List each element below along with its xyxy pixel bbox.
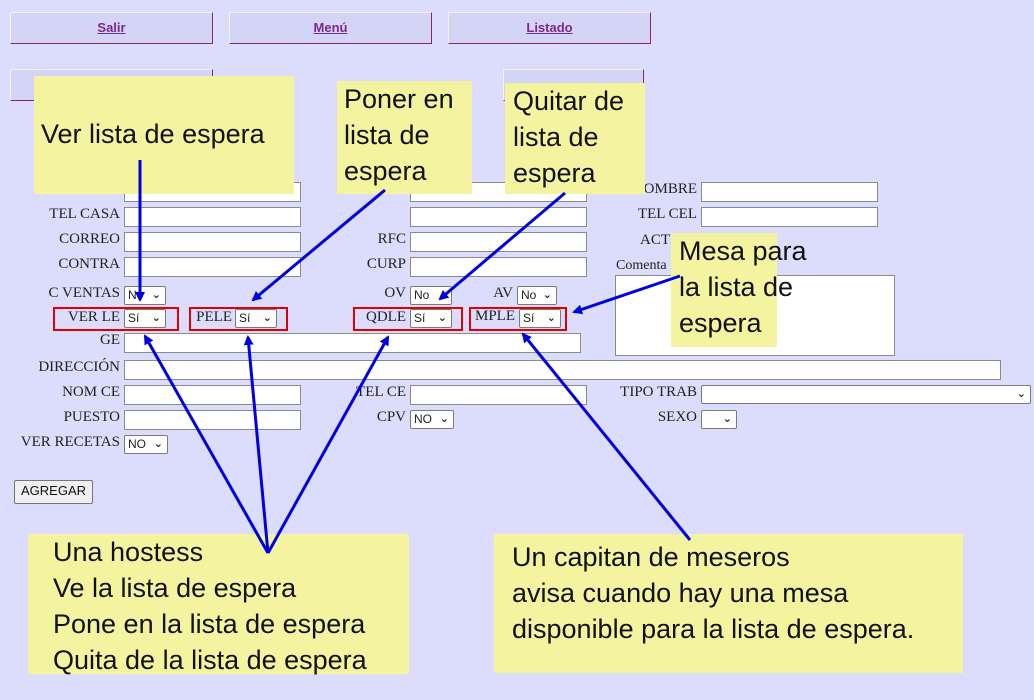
note-mesa-line-2: la lista de [679,272,794,302]
curp-input[interactable] [410,257,587,277]
note-capitan-line-3: disponible para la lista de espera. [512,614,915,644]
mple-value: Sí [523,311,535,325]
tel-casa-label: TEL CASA [49,206,120,222]
puesto-input[interactable] [124,410,301,430]
tel-ce-input[interactable] [410,385,587,405]
note-hostess: Una hostess Ve la lista de espera Pone e… [28,534,409,675]
av-value: No [521,288,537,302]
av-select[interactable]: No ⌄ [517,286,557,305]
note-poner-line-1: Poner en [344,84,454,114]
listado-button[interactable]: Listado [448,12,651,44]
ge-input[interactable] [124,333,581,353]
note-quitar-line-3: espera [513,158,596,188]
tipo-trab-select[interactable]: ⌄ [701,385,1031,404]
tipo-trab-label: TIPO TRAB [620,384,697,400]
qdle-value: Sí [414,311,426,325]
chevron-down-icon: ⌄ [546,312,556,324]
note-quitar-line-2: lista de [513,122,599,152]
ver-le-label: VER LE [67,309,120,325]
cpv-select[interactable]: NO ⌄ [410,410,454,429]
c-ventas-select[interactable]: No ⌄ [124,286,166,305]
direccion-label: DIRECCIÓN [38,359,120,375]
menu-button[interactable]: Menú [229,12,432,44]
note-capitan-line-2: avisa cuando hay una mesa [512,578,849,608]
note-hostess-line-4: Quita de la lista de espera [53,645,367,675]
note-mesa: Mesa para la lista de espera [671,233,807,347]
tel-ce-label: TEL CE [356,384,406,400]
acti-label: ACTI [640,232,675,248]
nombre-input[interactable] [701,182,878,202]
note-ver-lista: Ver lista de espera [34,76,294,194]
ver-le-value: Sí [128,311,140,325]
note-poner-line-2: lista de [344,120,430,150]
contra-label: CONTRA [58,256,120,272]
note-mesa-line-1: Mesa para [679,236,807,266]
av-label: AV [493,285,513,301]
cpv-value: NO [414,412,432,426]
curp-label: CURP [366,256,406,272]
mple-select[interactable]: Sí ⌄ [519,309,561,328]
salir-button[interactable]: Salir [10,12,213,44]
cpv-label: CPV [376,409,406,425]
note-hostess-line-1: Una hostess [53,537,204,567]
c-ventas-value: No [128,288,144,302]
note-capitan: Un capitan de meseros avisa cuando hay u… [494,534,963,673]
pele-highlight [189,307,288,331]
chevron-down-icon: ⌄ [542,289,552,301]
chevron-down-icon: ⌄ [1016,388,1026,400]
chevron-down-icon: ⌄ [151,289,161,301]
chevron-down-icon: ⌄ [153,438,163,450]
nom-ce-label: NOM CE [62,384,120,400]
correo-label: CORREO [59,231,120,247]
ge-label: GE [100,332,120,348]
c-ventas-label: C VENTAS [48,285,120,301]
comentarios-label: Comenta [616,258,667,273]
rfc-label: RFC [377,231,406,247]
pele-value: Sí [239,311,251,325]
middle-second-input[interactable] [410,207,587,227]
sexo-select[interactable]: ⌄ [701,410,737,429]
contra-input[interactable] [124,257,301,277]
mple-highlight [469,307,567,331]
pele-label: PELE [196,309,232,325]
chevron-down-icon: ⌄ [262,312,272,324]
note-quitar: Quitar de lista de espera [505,83,645,194]
note-quitar-line-1: Quitar de [513,86,625,116]
sexo-label: SEXO [657,409,697,425]
ver-recetas-value: NO [128,437,146,451]
note-capitan-line-1: Un capitan de meseros [512,542,790,572]
chevron-down-icon: ⌄ [722,413,732,425]
note-hostess-line-3: Pone en la lista de espera [53,609,366,639]
mple-label: MPLE [474,308,515,324]
chevron-down-icon: ⌄ [439,413,449,425]
agregar-button[interactable]: AGREGAR [14,480,94,504]
tel-cel-input[interactable] [701,207,878,227]
chevron-down-icon: ⌄ [151,312,161,324]
pele-select[interactable]: Sí ⌄ [235,309,277,328]
ov-value: No [414,288,430,302]
tel-casa-input[interactable] [124,207,301,227]
note-poner: Poner en lista de espera [337,81,472,194]
chevron-down-icon: ⌄ [437,312,447,324]
note-hostess-line-2: Ve la lista de espera [53,573,297,603]
puesto-label: PUESTO [63,409,120,425]
note-mesa-line-3: espera [679,308,762,338]
nombre-label: NOMBRE [632,181,697,197]
note-ver-lista-text: Ver lista de espera [41,119,265,149]
ver-le-select[interactable]: Sí ⌄ [124,309,166,328]
ver-recetas-label: VER RECETAS [20,434,120,450]
qdle-select[interactable]: Sí ⌄ [410,309,452,328]
ov-label: OV [384,285,406,301]
ver-recetas-select[interactable]: NO ⌄ [124,435,168,454]
qdle-label: QDLE [366,309,406,325]
correo-input[interactable] [124,232,301,252]
direccion-input[interactable] [124,360,1001,380]
nom-ce-input[interactable] [124,385,301,405]
note-poner-line-3: espera [344,156,427,186]
qdle-highlight [353,307,463,331]
tel-cel-label: TEL CEL [637,206,697,222]
ver-le-highlight [53,307,179,331]
